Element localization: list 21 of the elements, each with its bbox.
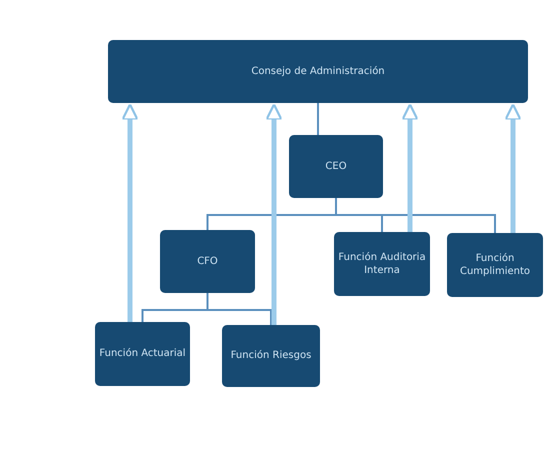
role-box: [289, 135, 383, 198]
connector-line: [206, 293, 272, 325]
role-box: [160, 230, 255, 293]
role-box: [447, 233, 543, 297]
arrow: [121, 103, 139, 322]
role-box: [222, 325, 320, 387]
node-label: Consejo de Administración: [251, 64, 385, 78]
connector-line: [335, 198, 496, 233]
arrow: [504, 103, 522, 233]
node-label: Función Actuarial: [99, 347, 186, 361]
node-label: Función Cumplimiento: [458, 252, 531, 278]
role-box: [95, 322, 190, 386]
node-label: CEO: [325, 160, 347, 174]
connector-line: [317, 103, 319, 135]
role-box: [334, 232, 430, 296]
board-box: [108, 40, 528, 103]
arrow: [401, 103, 419, 232]
arrow: [265, 103, 283, 325]
node-label: CFO: [197, 254, 218, 268]
node-label: Función Riesgos: [230, 349, 312, 363]
node-label: Función Auditoria Interna: [337, 250, 427, 278]
